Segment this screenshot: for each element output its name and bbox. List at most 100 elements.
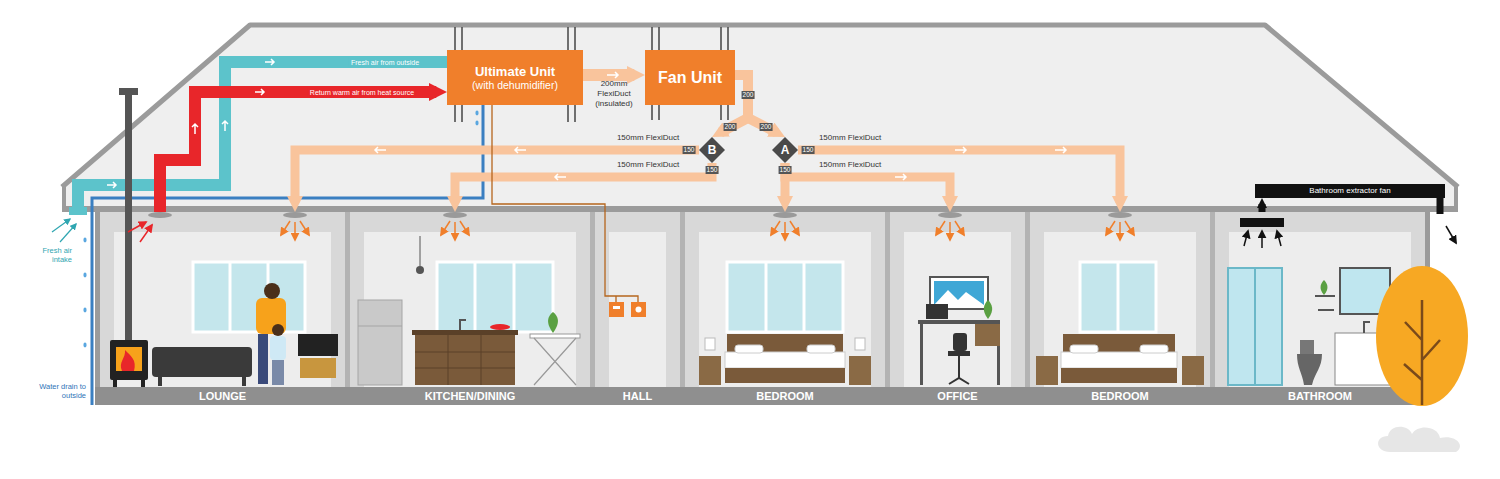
- window: [727, 262, 843, 332]
- window: [193, 262, 305, 332]
- plant: [548, 312, 558, 333]
- partition-wall: [590, 212, 595, 387]
- return-air-arrow: [128, 222, 146, 232]
- child-head: [272, 324, 284, 336]
- duct-size: 200: [724, 123, 737, 131]
- partition-wall: [345, 212, 350, 387]
- flow-arrow: [107, 182, 116, 188]
- pendant-lamp: [416, 266, 424, 274]
- bedside-lamp: [855, 338, 865, 350]
- room-wall: [1030, 212, 1210, 387]
- bush: [1378, 427, 1460, 452]
- adult-legs: [258, 334, 268, 384]
- room-label: KITCHEN/DINING: [425, 387, 515, 405]
- room-wall: [350, 212, 590, 387]
- stove-fire: [116, 347, 142, 371]
- tv-stand: [300, 358, 336, 378]
- room-wall: [100, 212, 345, 387]
- supply-duct: [798, 150, 1120, 202]
- duct-size: 200: [742, 91, 755, 99]
- room-wall: [685, 212, 885, 387]
- room-wall: [595, 212, 680, 387]
- control-wire: [605, 212, 638, 302]
- nightstand: [699, 356, 721, 385]
- controller-dial: [636, 307, 642, 313]
- child-legs: [272, 360, 284, 385]
- plant: [984, 300, 992, 319]
- window-mullion: [765, 262, 768, 332]
- nightstand: [1036, 356, 1058, 385]
- tap: [1364, 322, 1370, 333]
- window-mullion: [1117, 262, 1120, 332]
- water-drop: [83, 308, 86, 313]
- cabinet-line: [415, 368, 515, 369]
- desk-drawers: [975, 324, 1000, 346]
- flow-arrow: [192, 124, 198, 134]
- flame: [121, 350, 135, 371]
- picture-mountains: [934, 290, 984, 305]
- water-drop: [475, 121, 478, 126]
- child-figure: [270, 336, 286, 360]
- duct-junction: A: [772, 137, 798, 163]
- room: BEDROOM: [685, 212, 885, 405]
- monitor: [926, 304, 948, 319]
- partition-wall: [885, 212, 890, 387]
- bed-headboard: [727, 334, 843, 354]
- duct-size: 150: [802, 146, 815, 154]
- duct-size: 200: [760, 123, 773, 131]
- wall-controller: [631, 302, 646, 317]
- supply-air-arrow: [784, 222, 786, 240]
- outer-wall: [95, 210, 100, 405]
- intake-arrow: [52, 219, 70, 232]
- cabinet-line: [481, 335, 482, 385]
- duct-label: Fresh air from outside: [349, 58, 421, 67]
- shelf: [1315, 295, 1335, 297]
- extractor-fan-grille: [1240, 218, 1284, 227]
- pillow: [1140, 345, 1168, 353]
- node-title: Bathroom extractor fan: [1309, 186, 1390, 196]
- room-label: OFFICE: [937, 387, 977, 405]
- water-drop: [83, 343, 86, 348]
- pillow: [807, 345, 835, 353]
- wood-stove: [110, 340, 148, 380]
- duct-size: 150: [706, 166, 719, 174]
- water-drop: [475, 111, 478, 116]
- shower-door: [1254, 268, 1256, 385]
- window-mullion: [513, 262, 516, 332]
- extract-duct: [1259, 204, 1266, 212]
- sofa-leg: [242, 377, 246, 386]
- picture: [934, 281, 984, 305]
- supply-air-arrow: [949, 222, 951, 240]
- room-back-wall: [609, 232, 666, 387]
- supply-air-arrow: [300, 221, 309, 235]
- flow-arrow: [895, 174, 906, 180]
- attic-space: [65, 26, 1455, 210]
- ceiling-vent: [443, 212, 467, 218]
- shelf: [1318, 309, 1334, 311]
- ceiling-vent: [938, 212, 962, 218]
- supply-air-arrow: [771, 221, 780, 235]
- drain-label: Water drain to outside: [34, 382, 86, 400]
- room-wall: [890, 212, 1025, 387]
- ceiling-vent: [773, 212, 797, 218]
- window-mullion: [474, 262, 477, 332]
- edge-label: 150mm FlexiDuct: [819, 160, 881, 170]
- window-mullion: [803, 262, 806, 332]
- bed-mattress: [725, 352, 845, 368]
- extract-air-arrow: [1261, 231, 1263, 248]
- supply-air-arrow: [441, 221, 450, 235]
- room-back-wall: [904, 232, 1011, 387]
- flue-pipe: [125, 95, 132, 340]
- intake-label: Fresh air intake: [26, 246, 72, 264]
- stove-leg: [113, 380, 117, 387]
- room: BEDROOM: [1030, 212, 1210, 405]
- supply-air-arrow: [790, 221, 799, 235]
- partition-wall: [1025, 212, 1030, 387]
- fresh-air-intake: [69, 207, 87, 215]
- desk-leg: [920, 324, 923, 385]
- room-back-wall: [1044, 232, 1196, 387]
- shower: [1228, 268, 1282, 385]
- adult-head: [264, 283, 280, 299]
- fan-unit: Fan Unit: [645, 50, 735, 105]
